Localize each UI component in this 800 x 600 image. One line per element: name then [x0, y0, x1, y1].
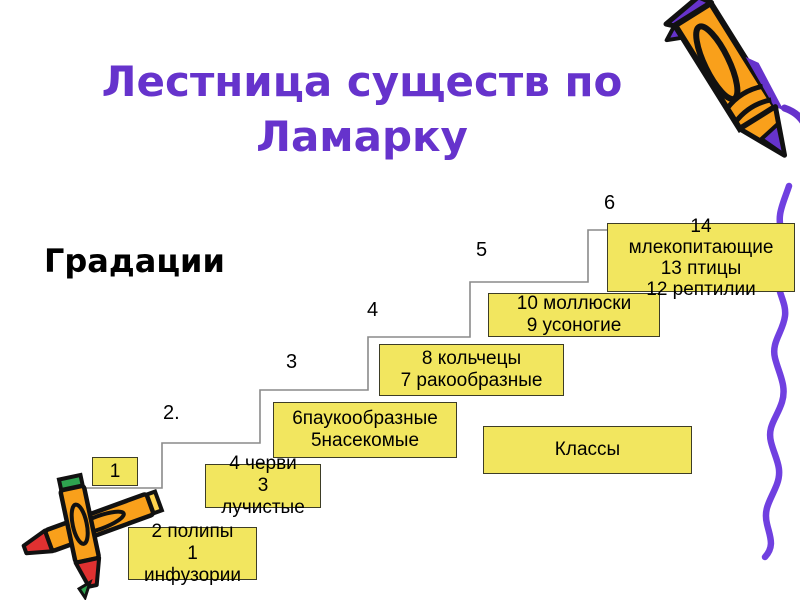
gradations-label: Градации: [44, 242, 225, 280]
box-line: млекопитающие: [628, 236, 774, 258]
box-line: 10 моллюски: [516, 293, 632, 314]
slide-title: Лестница существ по Ламарку: [0, 54, 724, 164]
box-line: 6паукообразные: [292, 408, 438, 429]
step-label-6: 6: [604, 192, 616, 214]
box-line: лучистые: [221, 497, 305, 518]
slide-title-line1: Лестница существ по: [101, 57, 623, 107]
box-polyps-infusoria: 2 полипы 1 инфузории: [128, 521, 257, 586]
box-worms-radiates: 4 черви 3 лучистые: [205, 453, 321, 518]
box-line: 14: [690, 215, 712, 237]
box-line: 9 усоногие: [526, 315, 622, 336]
box-lines: Классы: [555, 439, 620, 461]
box-lines: 6паукообразные 5насекомые: [292, 408, 438, 452]
step-label-5: 5: [476, 239, 488, 261]
box-lines: 8 кольчецы 7 ракообразные: [401, 348, 543, 392]
box-lines: 1: [110, 461, 121, 483]
box-line: 4 черви: [229, 453, 297, 474]
box-annelids-crustaceans: 8 кольчецы 7 ракообразные: [379, 344, 564, 396]
box-lines: 2 полипы 1 инфузории: [144, 521, 241, 587]
box-classes: Классы: [483, 426, 692, 474]
box-line: 8 кольчецы: [421, 348, 522, 369]
box-line: Классы: [554, 439, 621, 460]
box-lines: 4 черви 3 лучистые: [221, 453, 305, 519]
step-label-2: 2.: [163, 402, 180, 424]
box-line: 7 ракообразные: [400, 370, 543, 391]
box-line: 1: [187, 542, 198, 564]
step-label-4: 4: [367, 299, 379, 321]
pencil-icon: [663, 0, 800, 158]
slide-title-line2: Ламарку: [256, 112, 468, 162]
box-line: 3: [257, 475, 269, 496]
box-line: 13 птицы: [660, 257, 742, 279]
box-mollusks-cirripedes: 10 моллюски 9 усоногие: [488, 293, 660, 337]
box-lines: 10 моллюски 9 усоногие: [517, 293, 631, 337]
box-line: инфузории: [144, 564, 241, 586]
box-lines: 14 млекопитающие 13 птицы 12 рептилии: [629, 216, 774, 300]
box-line: 5насекомые: [310, 430, 420, 451]
box-line: 2 полипы: [151, 520, 234, 542]
box-grade-1: 1: [92, 457, 138, 486]
box-line: 1: [109, 460, 121, 482]
crayons-icon: [21, 472, 165, 600]
box-mammals-birds-reptiles: 14 млекопитающие 13 птицы 12 рептилии: [607, 216, 795, 300]
box-line: 12 рептилии: [646, 278, 756, 300]
step-label-3: 3: [286, 351, 298, 373]
box-arachnids-insects: 6паукообразные 5насекомые: [273, 402, 457, 458]
